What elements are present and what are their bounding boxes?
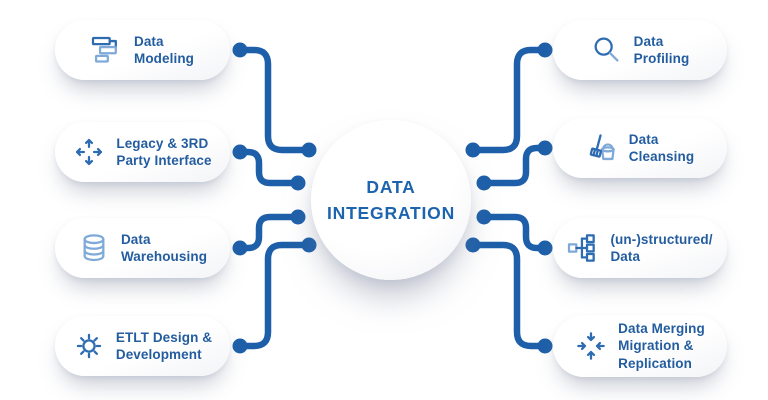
connector-dot: [301, 237, 317, 253]
connector-dot: [290, 209, 306, 225]
connector-dot: [301, 142, 317, 158]
node-data-warehousing: Data Warehousing: [55, 218, 230, 278]
connector-dot: [232, 42, 248, 58]
node-label: ETLT Design & Development: [115, 329, 213, 362]
connector-unstructured-data: [476, 209, 553, 256]
connector-dot: [476, 175, 492, 191]
node-label: Data Merging Migration & Replication: [618, 321, 705, 371]
node-label: Legacy & 3RD Party Interface: [116, 135, 212, 168]
connector-data-merging: [465, 237, 553, 354]
connector-dot: [465, 237, 481, 253]
connector-etlt-design: [232, 237, 317, 354]
node-legacy-3rd-party-interface: Legacy & 3RD Party Interface: [55, 122, 230, 182]
node-data-profiling: Data Profiling: [553, 20, 727, 80]
connector-dot: [537, 338, 553, 354]
tree-structure-icon: [567, 232, 599, 264]
connector-dot: [290, 175, 306, 191]
connector-dot: [232, 240, 248, 256]
node-unstructured-data: (un-)structured/ Data: [553, 218, 727, 278]
node-label: Data Profiling: [633, 33, 690, 66]
center-label: DATA INTEGRATION: [326, 176, 456, 223]
connector-dot: [465, 142, 481, 158]
cleaning-icon: [586, 132, 618, 164]
gear-icon: [73, 330, 105, 362]
node-label: Data Modeling: [133, 33, 195, 66]
node-label: Data Warehousing: [120, 231, 208, 264]
center-node: DATA INTEGRATION: [311, 120, 471, 280]
converge-arrows-icon: [575, 330, 607, 362]
node-etlt-design-development: ETLT Design & Development: [55, 316, 230, 376]
connector-dot: [537, 240, 553, 256]
connector-data-profiling: [465, 42, 553, 158]
node-label: Data Cleansing: [628, 131, 695, 164]
connector-data-modeling: [232, 42, 317, 158]
magnifier-icon: [591, 34, 623, 66]
connector-dot: [232, 338, 248, 354]
node-data-modeling: Data Modeling: [55, 20, 230, 80]
node-data-cleansing: Data Cleansing: [553, 118, 727, 178]
node-label: (un-)structured/ Data: [610, 231, 713, 264]
connector-dot: [537, 42, 553, 58]
expand-arrows-icon: [73, 136, 105, 168]
connector-data-cleansing: [476, 140, 553, 191]
data-modeling-icon: [91, 34, 123, 66]
connector-legacy-interface: [232, 144, 306, 191]
node-data-merging-migration-replication: Data Merging Migration & Replication: [553, 315, 727, 377]
connector-dot: [537, 140, 553, 156]
database-icon: [78, 232, 110, 264]
connector-dot: [232, 144, 248, 160]
connector-data-warehousing: [232, 209, 306, 256]
connector-dot: [476, 209, 492, 225]
